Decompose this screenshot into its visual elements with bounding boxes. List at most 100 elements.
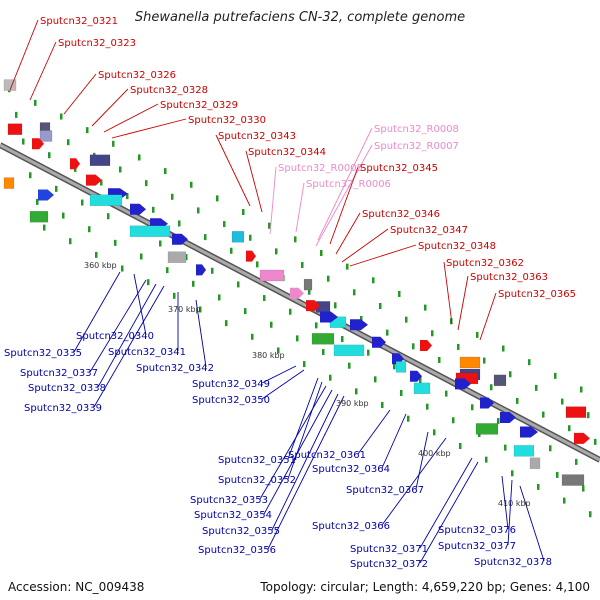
track-tick [145, 180, 148, 187]
label-connector [97, 283, 157, 388]
track-tick [561, 398, 564, 405]
track-tick [34, 99, 37, 106]
gene-label-reverse: Sputcn32_0335 [4, 348, 82, 359]
label-connector [261, 365, 297, 384]
track-tick [107, 213, 110, 220]
gene-box [89, 194, 123, 206]
gene-label-reverse: Sputcn32_0349 [192, 379, 270, 390]
gene-label-forward: Sputcn32_0362 [446, 258, 524, 269]
label-connector [341, 228, 389, 263]
gene-arrow [38, 189, 54, 201]
track-tick [60, 113, 63, 120]
gene-box [3, 177, 15, 189]
track-tick [95, 251, 98, 258]
gene-label-reverse: Sputcn32_0340 [76, 331, 154, 342]
kbp-label: 410 kbp [498, 499, 531, 508]
track-tick [251, 333, 254, 340]
track-tick [516, 397, 519, 404]
track-tick [62, 212, 65, 219]
label-connector [419, 461, 479, 564]
gene-box [475, 423, 499, 435]
track-tick [67, 139, 70, 146]
track-tick [528, 359, 531, 366]
label-connector [317, 127, 373, 241]
label-connector [519, 485, 545, 562]
label-connector [501, 475, 509, 530]
track-tick [327, 275, 330, 282]
track-tick [509, 371, 512, 378]
track-tick [36, 198, 39, 205]
gene-label-reverse: Sputcn32_0355 [202, 526, 280, 537]
label-connector [457, 275, 469, 331]
track-tick [556, 471, 559, 478]
track-tick [412, 343, 415, 350]
accession-text: Accession: NC_009438 [8, 580, 145, 594]
track-tick [320, 250, 323, 256]
label-connector [415, 431, 429, 490]
track-tick [112, 140, 115, 147]
gene-box [513, 445, 535, 457]
gene-label-reverse: Sputcn32_0356 [198, 545, 276, 556]
track-tick [398, 290, 401, 297]
track-tick [88, 226, 91, 233]
track-tick [393, 363, 396, 370]
track-tick [303, 361, 306, 368]
gene-arrow [32, 138, 44, 150]
track-tick [119, 166, 122, 173]
track-tick [223, 221, 226, 228]
track-tick [483, 357, 486, 364]
gene-label-reverse: Sputcn32_0350 [192, 395, 270, 406]
gene-box [311, 333, 335, 345]
track-tick [29, 172, 32, 179]
track-tick [277, 347, 280, 354]
track-tick [381, 402, 384, 409]
track-tick [48, 152, 51, 159]
track-tick [140, 253, 143, 260]
track-tick [490, 384, 493, 391]
track-tick [374, 376, 377, 383]
gene-arrow [372, 336, 386, 348]
track-tick [237, 281, 240, 288]
gene-label-forward: Sputcn32_0363 [470, 272, 548, 283]
track-tick [426, 403, 429, 410]
label-connector [63, 73, 97, 115]
gene-box [129, 225, 171, 237]
kbp-label: 380 kbp [252, 351, 285, 360]
track-tick [329, 374, 332, 381]
gene-arrow [130, 203, 146, 215]
label-connector [93, 285, 165, 408]
gene-label-reverse: Sputcn32_0342 [136, 363, 214, 374]
label-connector [295, 182, 305, 233]
label-lines [9, 19, 545, 564]
track-tick [457, 343, 460, 350]
label-connector [195, 299, 207, 368]
track-tick [386, 329, 389, 336]
track-tick [225, 320, 228, 327]
track-tick [346, 263, 349, 270]
track-tick [445, 390, 448, 397]
track-tick [211, 267, 214, 274]
map-title: Shewanella putrefaciens CN-32, complete … [134, 10, 466, 25]
label-connector [381, 437, 447, 526]
gene-box [231, 231, 245, 243]
gene-arrow [196, 264, 206, 276]
gene-box [303, 278, 313, 291]
track-tick [587, 412, 590, 419]
track-tick [268, 222, 271, 229]
gene-label-forward: Sputcn32_R0007 [374, 141, 459, 152]
track-tick [43, 224, 46, 231]
gene-label-reverse: Sputcn32_0352 [218, 475, 296, 486]
track-tick [147, 279, 150, 286]
label-connector [271, 393, 339, 531]
kbp-label: 370 kbp [168, 305, 201, 314]
track-tick [424, 304, 427, 311]
gene-arrow [480, 397, 494, 409]
gene-label-reverse: Sputcn32_0338 [28, 383, 106, 394]
gene-label-reverse: Sputcn32_0341 [108, 347, 186, 358]
gene-box [493, 374, 507, 387]
gene-box [29, 211, 49, 223]
label-connector [245, 150, 263, 213]
track-tick [502, 345, 505, 352]
